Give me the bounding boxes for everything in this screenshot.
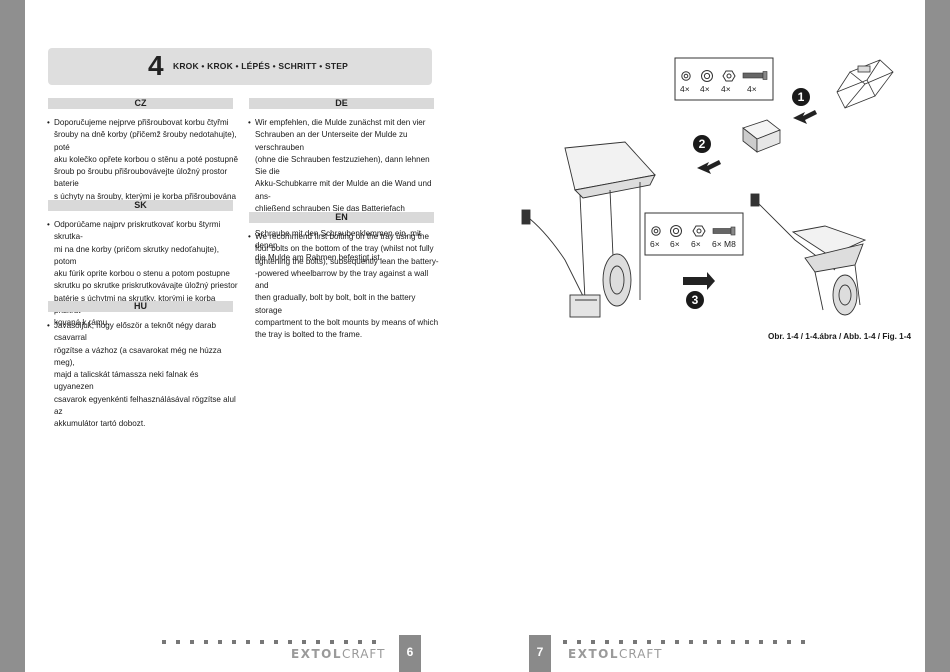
left-page: 4 KROK • KROK • LÉPÉS • SCHRITT • STEP C… bbox=[25, 0, 475, 672]
callout-3: 3 bbox=[686, 291, 704, 309]
section-heading-hu: HU bbox=[48, 301, 233, 312]
wheelbarrow-complete-icon bbox=[750, 193, 867, 316]
text-line: kovaná k rámu. bbox=[54, 318, 110, 328]
qty-washer-small: 4× bbox=[680, 84, 690, 94]
text-line: then gradually, bolt by bolt, bolt in th… bbox=[255, 293, 416, 315]
bullet: • bbox=[47, 220, 50, 229]
qty-washer-large: 4× bbox=[700, 84, 710, 94]
assembly-illustration bbox=[521, 57, 894, 318]
washer-small-icon bbox=[681, 71, 691, 81]
brand-bold: EXTOL bbox=[291, 647, 342, 661]
text-line: tightening the bolts), subsequently lean… bbox=[255, 256, 439, 266]
arrow-3-icon bbox=[683, 272, 715, 290]
text-line: Doporučujeme nejprve přišroubovat korbu … bbox=[54, 118, 229, 127]
brand-logo: EXTOLCRAFT bbox=[568, 647, 662, 661]
bolt-icon bbox=[742, 71, 768, 80]
bolt-icon bbox=[712, 226, 736, 236]
washer-large-icon bbox=[670, 225, 682, 237]
wheelbarrow-leaning-icon bbox=[521, 141, 656, 318]
brand-logo: EXTOLCRAFT bbox=[291, 647, 385, 661]
qty-nut: 6× bbox=[691, 239, 701, 249]
text-line: Javasoljuk, hogy először a teknőt négy d… bbox=[54, 321, 216, 343]
brand-light: CRAFT bbox=[341, 647, 386, 661]
brand-bold: EXTOL bbox=[568, 647, 619, 661]
washer-small-icon bbox=[651, 226, 661, 236]
arrow-2-icon bbox=[697, 160, 721, 174]
nut-icon bbox=[722, 70, 736, 82]
step-title: KROK • KROK • LÉPÉS • SCHRITT • STEP bbox=[173, 61, 348, 71]
text-line: šrouby na dně korby (přičemž šrouby nedo… bbox=[54, 130, 237, 152]
footer-dots bbox=[563, 640, 813, 645]
text-line: rögzítse a vázhoz (a csavarokat még ne h… bbox=[54, 345, 222, 367]
tray-exploded-top-icon bbox=[836, 59, 894, 109]
section-heading-cz: CZ bbox=[48, 98, 233, 109]
text-line: die Mulde am Rahmen befestigt ist. bbox=[255, 253, 382, 263]
text-line: Schrauben an der Unterseite der Mulde zu… bbox=[255, 130, 408, 152]
bullet: • bbox=[47, 321, 50, 330]
text-line: majd a talicskát támassza neki falnak és… bbox=[54, 370, 199, 392]
arrow-1-icon bbox=[793, 110, 817, 124]
bullet: • bbox=[248, 232, 251, 241]
parts-box-top bbox=[674, 57, 774, 101]
text-line: -powered wheelbarrow by the tray against… bbox=[255, 268, 429, 291]
section-heading-en: EN bbox=[249, 212, 434, 223]
text-line: mi na dne korby (pričom skrutky nedoťahu… bbox=[54, 244, 219, 266]
page-number-left: 6 bbox=[399, 635, 421, 672]
battery-box-icon bbox=[742, 119, 781, 153]
qty-washer-small: 6× bbox=[650, 239, 660, 249]
qty-bolt: 6× M8 bbox=[712, 239, 736, 249]
qty-washer-large: 6× bbox=[670, 239, 680, 249]
section-heading-sk: SK bbox=[48, 200, 233, 211]
qty-bolt: 4× bbox=[747, 84, 757, 94]
section-text-de: • Wir empfehlen, die Mulde zunächst mit … bbox=[248, 117, 440, 265]
text-line: Schraube mit den Schraubenklemmen ein, m… bbox=[255, 228, 422, 250]
brand-light: CRAFT bbox=[618, 647, 663, 661]
step-header: 4 KROK • KROK • LÉPÉS • SCHRITT • STEP bbox=[48, 48, 432, 85]
bullet: • bbox=[248, 118, 251, 127]
section-heading-de: DE bbox=[249, 98, 434, 109]
section-text-hu: • Javasoljuk, hogy először a teknőt négy… bbox=[47, 320, 239, 431]
callout-2: 2 bbox=[693, 135, 711, 153]
text-line: Odporúčame najprv priskrutkovať korbu št… bbox=[54, 220, 221, 242]
text-line: csavarok egyenkénti felhasználásával rög… bbox=[54, 394, 236, 417]
parts-box-bottom bbox=[644, 212, 744, 256]
text-line: Wir empfehlen, die Mulde zunächst mit de… bbox=[255, 118, 426, 127]
text-line: aku kolečko opřete korbou o stěnu a poté… bbox=[54, 154, 239, 164]
step-number: 4 bbox=[148, 50, 164, 81]
footer-dots bbox=[162, 640, 392, 645]
text-line: compartment to the bolt mounts by means … bbox=[255, 318, 439, 328]
text-line: skrutku po skrutke priskrutkovávajte úlo… bbox=[54, 281, 238, 291]
text-line: aku fúrik oprite korbou o stenu a potom … bbox=[54, 269, 230, 279]
nut-icon bbox=[692, 225, 706, 237]
text-line: Akku-Schubkarre mit der Mulde an die Wan… bbox=[255, 179, 432, 201]
text-line: We recommend first bolting on the tray u… bbox=[255, 232, 429, 241]
washer-large-icon bbox=[701, 70, 713, 82]
text-line: akkumulátor tartó dobozt. bbox=[54, 419, 146, 429]
qty-nut: 4× bbox=[721, 84, 731, 94]
section-text-en: • We recommend first bolting on the tray… bbox=[248, 231, 440, 342]
section-text-sk: • Odporúčame najprv priskrutkovať korbu … bbox=[47, 219, 239, 330]
text-line: s úchyty na šrouby, kterými je korba při… bbox=[54, 191, 237, 201]
right-page: 4× 4× 4× 4× 6× 6× 6× 6× M8 1 2 3 Obr. 1-… bbox=[475, 0, 925, 672]
callout-1: 1 bbox=[792, 88, 810, 106]
text-line: šroub po šroubu přišroubovávejte úložný … bbox=[54, 167, 228, 189]
bullet: • bbox=[47, 118, 50, 127]
text-line: (ohne die Schrauben festzuziehen), dann … bbox=[255, 154, 430, 177]
figure-caption: Obr. 1-4 / 1-4.ábra / Abb. 1-4 / Fig. 1-… bbox=[768, 332, 912, 341]
page-number-right: 7 bbox=[529, 635, 551, 672]
text-line: the tray is bolted to the frame. bbox=[255, 330, 363, 340]
text-line: four bolts on the bottom of the tray (wh… bbox=[255, 244, 434, 254]
